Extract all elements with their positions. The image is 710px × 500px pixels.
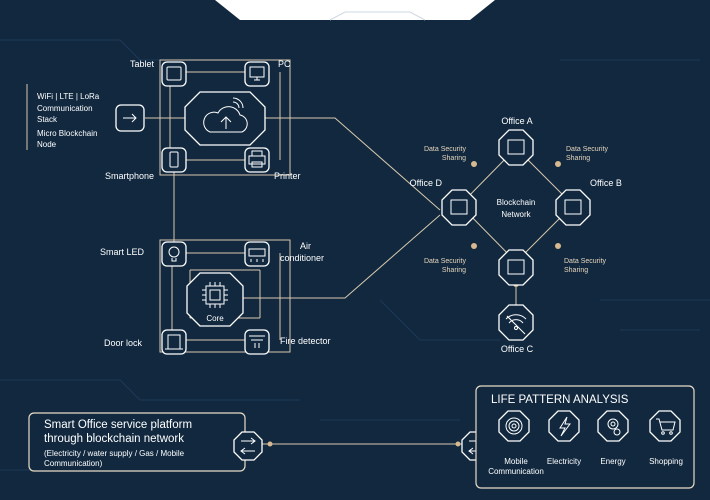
mobile-communication-item[interactable]: Mobile Communication: [488, 410, 544, 476]
analysis-link-dot: [455, 441, 461, 447]
core-labels: Smart LED Air conditioner Door lock Fire…: [100, 241, 331, 348]
server-icon: [450, 199, 468, 215]
mobile-communication-line-2: Communication: [488, 467, 544, 476]
platform-detail-line-1: (Electricity / water supply / Gas / Mobi…: [44, 449, 185, 458]
chip-icon: [202, 282, 228, 308]
smart-led-node[interactable]: [161, 241, 187, 267]
platform-detail-line-2: Communication): [44, 459, 103, 468]
comm-stack-line-5: Node: [37, 140, 57, 149]
air-conditioner-node[interactable]: [244, 241, 270, 267]
office-bottom-node[interactable]: [498, 249, 534, 286]
sharing-bl-line-2: Sharing: [442, 267, 466, 274]
electricity-label: Electricity: [547, 457, 581, 466]
tablet-node[interactable]: [161, 61, 187, 87]
sharing-bl-line-1: Data Security: [424, 258, 467, 265]
ring-dot-top-left: [471, 161, 477, 167]
blockchain-center-line-1: Blockchain: [497, 198, 536, 207]
gear-icon: [607, 418, 621, 436]
server-icon: [507, 139, 525, 155]
shopping-item[interactable]: Shopping: [649, 410, 683, 466]
fire-detector-node[interactable]: [244, 329, 270, 355]
shopping-label: Shopping: [649, 457, 683, 466]
office-c-node[interactable]: [498, 304, 534, 341]
pc-node[interactable]: [244, 61, 270, 87]
life-pattern-title: LIFE PATTERN ANALYSIS: [491, 394, 629, 406]
ring-dot-bottom-right: [555, 243, 561, 249]
sharing-tr-line-2: Sharing: [566, 155, 590, 162]
sharing-tr-line-1: Data Security: [566, 146, 609, 153]
top-header-shape: [215, 0, 495, 21]
smartphone-node[interactable]: [161, 147, 187, 173]
blockchain-network: Blockchain Network: [410, 116, 622, 354]
fire-detector-label: Fire detector: [280, 336, 331, 346]
bulb-icon: [168, 246, 180, 262]
signal-icon: [505, 417, 523, 435]
sharing-tl-line-1: Data Security: [424, 146, 467, 153]
platform-link-node[interactable]: [233, 431, 263, 461]
wifi-off-icon: [505, 314, 527, 335]
office-a-label: Office A: [501, 116, 532, 126]
air-conditioner-line-2: conditioner: [280, 253, 324, 263]
office-a-node[interactable]: [498, 129, 534, 166]
ring-dot-top-right: [555, 161, 561, 167]
platform-title-line-2: through blockchain network: [44, 433, 184, 445]
comm-stack-line-4: Micro Blockchain: [37, 129, 97, 138]
smartphone-label: Smartphone: [105, 171, 154, 181]
comm-stack-node[interactable]: [115, 104, 145, 132]
printer-node[interactable]: [244, 147, 270, 173]
core-label: Core: [206, 314, 224, 323]
sharing-tl-line-2: Sharing: [442, 155, 466, 162]
office-b-label: Office B: [590, 178, 622, 188]
cart-icon: [656, 418, 676, 435]
comm-stack-line-3: Stack: [37, 115, 58, 124]
server-icon: [507, 259, 525, 275]
server-icon: [564, 199, 582, 215]
mobile-communication-line-1: Mobile: [504, 457, 528, 466]
cloud-upload-icon: [203, 97, 248, 133]
smartphone-icon: [169, 151, 179, 168]
office-b-node[interactable]: [555, 189, 591, 226]
core-hub: Core: [186, 272, 244, 327]
door-lock-label: Door lock: [104, 338, 143, 348]
air-conditioner-icon: [248, 248, 266, 262]
door-icon: [165, 334, 183, 350]
tablet-label: Tablet: [130, 59, 155, 69]
device-labels: Tablet PC Smartphone Printer WiFi | LTE …: [37, 59, 301, 181]
door-lock-node[interactable]: [161, 329, 187, 355]
platform-title-line-1: Smart Office service platform: [44, 419, 192, 431]
office-d-label: Office D: [410, 178, 443, 188]
energy-label: Energy: [600, 457, 625, 466]
electricity-item[interactable]: Electricity: [547, 410, 581, 466]
comm-stack-line-2: Communication: [37, 104, 93, 113]
platform-panel: Smart Office service platform through bl…: [28, 412, 246, 472]
device-hub: [184, 91, 266, 146]
sharing-br-line-2: Sharing: [564, 267, 588, 274]
platform-link-dot: [267, 441, 273, 447]
fire-detector-icon: [249, 335, 265, 348]
sharing-br-line-1: Data Security: [564, 258, 607, 265]
comm-stack-line-1: WiFi | LTE | LoRa: [37, 92, 100, 101]
office-c-label: Office C: [501, 344, 534, 354]
office-d-node[interactable]: [441, 189, 477, 226]
printer-label: Printer: [274, 171, 301, 181]
smart-led-label: Smart LED: [100, 247, 145, 257]
printer-icon: [248, 150, 266, 168]
blockchain-center-line-2: Network: [501, 210, 531, 219]
lightning-icon: [559, 416, 571, 437]
energy-item[interactable]: Energy: [597, 410, 629, 466]
tablet-icon: [166, 66, 182, 81]
pc-label: PC: [278, 59, 291, 69]
swap-arrows-icon: [240, 437, 256, 455]
life-pattern-panel: LIFE PATTERN ANALYSIS: [475, 385, 695, 489]
air-conditioner-line-1: Air: [300, 241, 311, 251]
ring-dot-bottom-left: [471, 243, 477, 249]
monitor-icon: [249, 66, 265, 81]
arrow-right-icon: [123, 113, 137, 123]
